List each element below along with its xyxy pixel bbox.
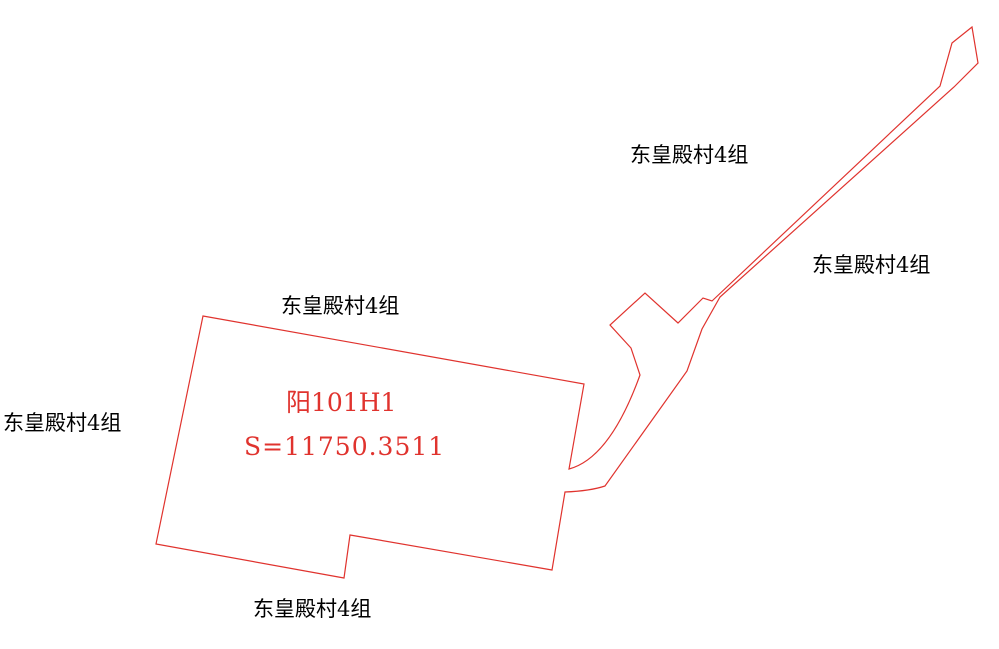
neighbor-label-west: 东皇殿村4组 <box>3 411 122 435</box>
neighbor-label-east: 东皇殿村4组 <box>812 253 931 277</box>
parcel-id-label: 阳101H1 <box>286 388 397 417</box>
parcel-area-label: S=11750.3511 <box>244 432 446 461</box>
neighbor-label-north: 东皇殿村4组 <box>281 294 400 318</box>
neighbor-label-south: 东皇殿村4组 <box>253 597 372 621</box>
neighbor-label-north-east: 东皇殿村4组 <box>630 143 749 167</box>
parcel-boundary <box>155 25 979 579</box>
